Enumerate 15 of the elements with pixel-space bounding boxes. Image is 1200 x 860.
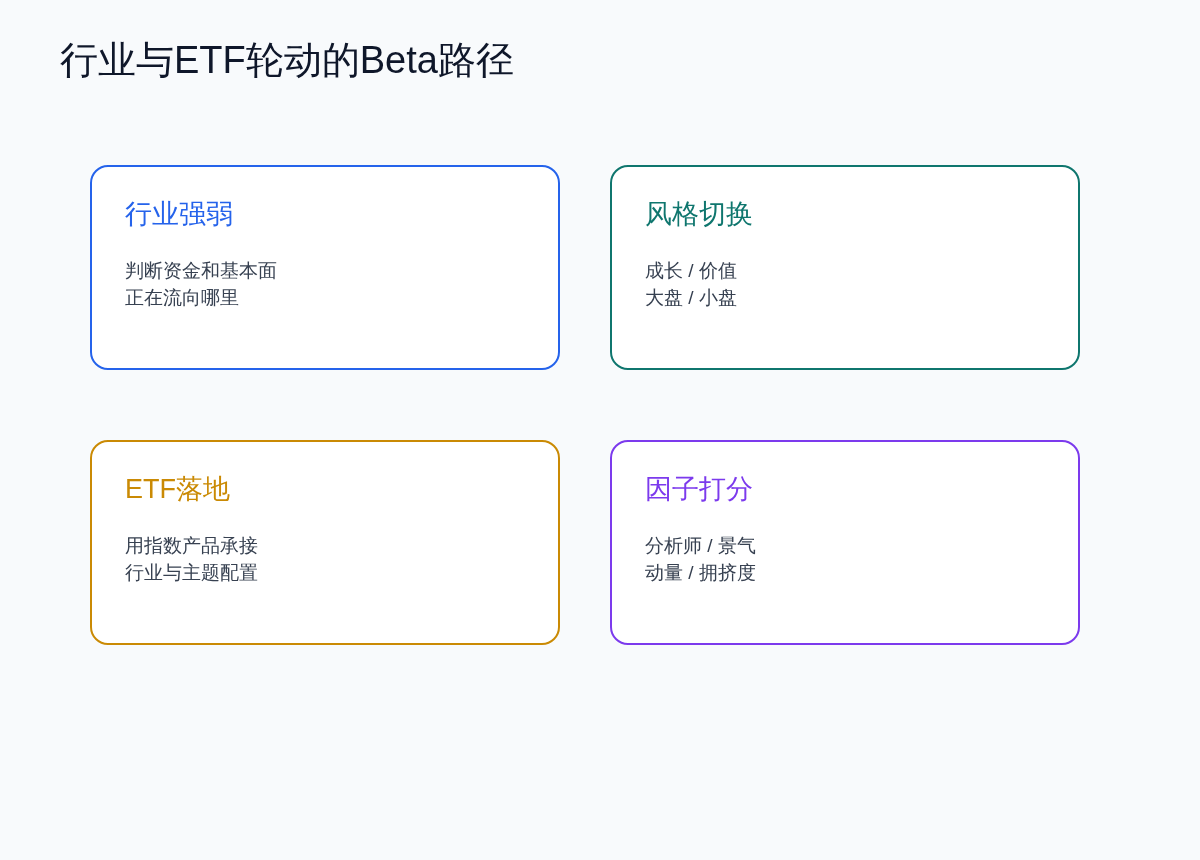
card-heading: 行业强弱 [125,198,233,231]
card-text: 用指数产品承接行业与主题配置 [125,534,259,585]
card [90,165,560,370]
diagram-title: 行业与ETF轮动的Beta路径 [60,38,514,83]
card-text: 分析师 / 景气 [645,534,756,558]
card-heading: 因子打分 [645,473,753,506]
card-text: 成长 / 价值 [645,259,737,283]
card [610,165,1080,370]
card-heading: ETF落地 [125,473,230,506]
card-text: 大盘 / 小盘 [645,286,737,310]
card [90,440,560,645]
card-text: 动量 / 拥挤度 [645,561,756,585]
card [610,440,1080,645]
card-heading: 风格切换 [645,198,753,231]
card-text: 判断资金和基本面正在流向哪里 [125,259,278,310]
